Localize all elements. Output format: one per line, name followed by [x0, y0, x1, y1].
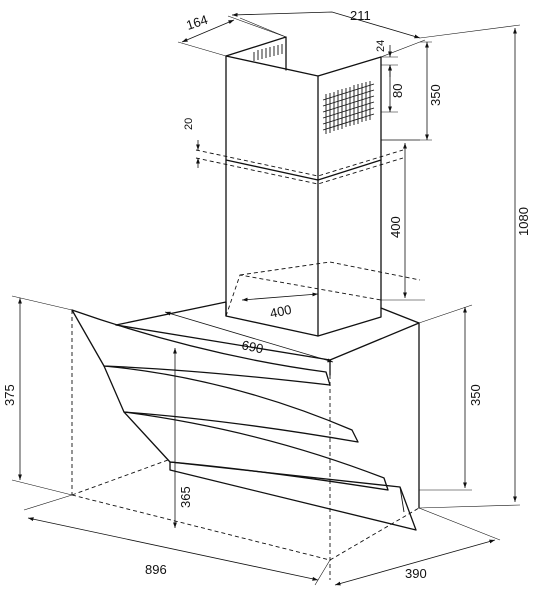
dim-chimney-base: [241, 292, 319, 302]
dim-top-vent: [381, 45, 398, 113]
dim-width: [23, 494, 331, 586]
label-depth: 390: [405, 566, 427, 581]
label-hood-height: 375: [2, 384, 17, 406]
label-chimney-depth: 164: [184, 12, 209, 33]
label-chimney-width: 211: [350, 8, 371, 23]
dim-depth: [334, 507, 501, 586]
side-vent-slots-icon: [322, 81, 375, 134]
label-vent-height: 80: [390, 84, 405, 98]
label-total-height: 1080: [516, 207, 531, 236]
dim-hood-height: [11, 295, 73, 496]
label-chimney-base: 400: [269, 302, 293, 321]
dim-lower-chimney: [381, 139, 425, 301]
upper-chimney: [225, 36, 382, 181]
label-body-depth: 690: [240, 337, 264, 356]
back-vent-slots-icon: [253, 44, 283, 61]
label-top-offset: 24: [375, 40, 387, 52]
label-front-height: 365: [178, 486, 193, 508]
label-back-height: 350: [468, 384, 483, 406]
dim-back-height: [418, 304, 473, 491]
glass-panels: [71, 309, 417, 531]
label-chimney-overlap: 20: [183, 118, 195, 130]
dim-body-depth: [164, 311, 334, 363]
label-lower-chimney-height: 400: [388, 216, 403, 238]
label-upper-chimney-height: 350: [428, 84, 443, 106]
label-width: 896: [145, 562, 167, 577]
hood-body: [115, 301, 420, 580]
dim-total-height: [418, 24, 521, 509]
